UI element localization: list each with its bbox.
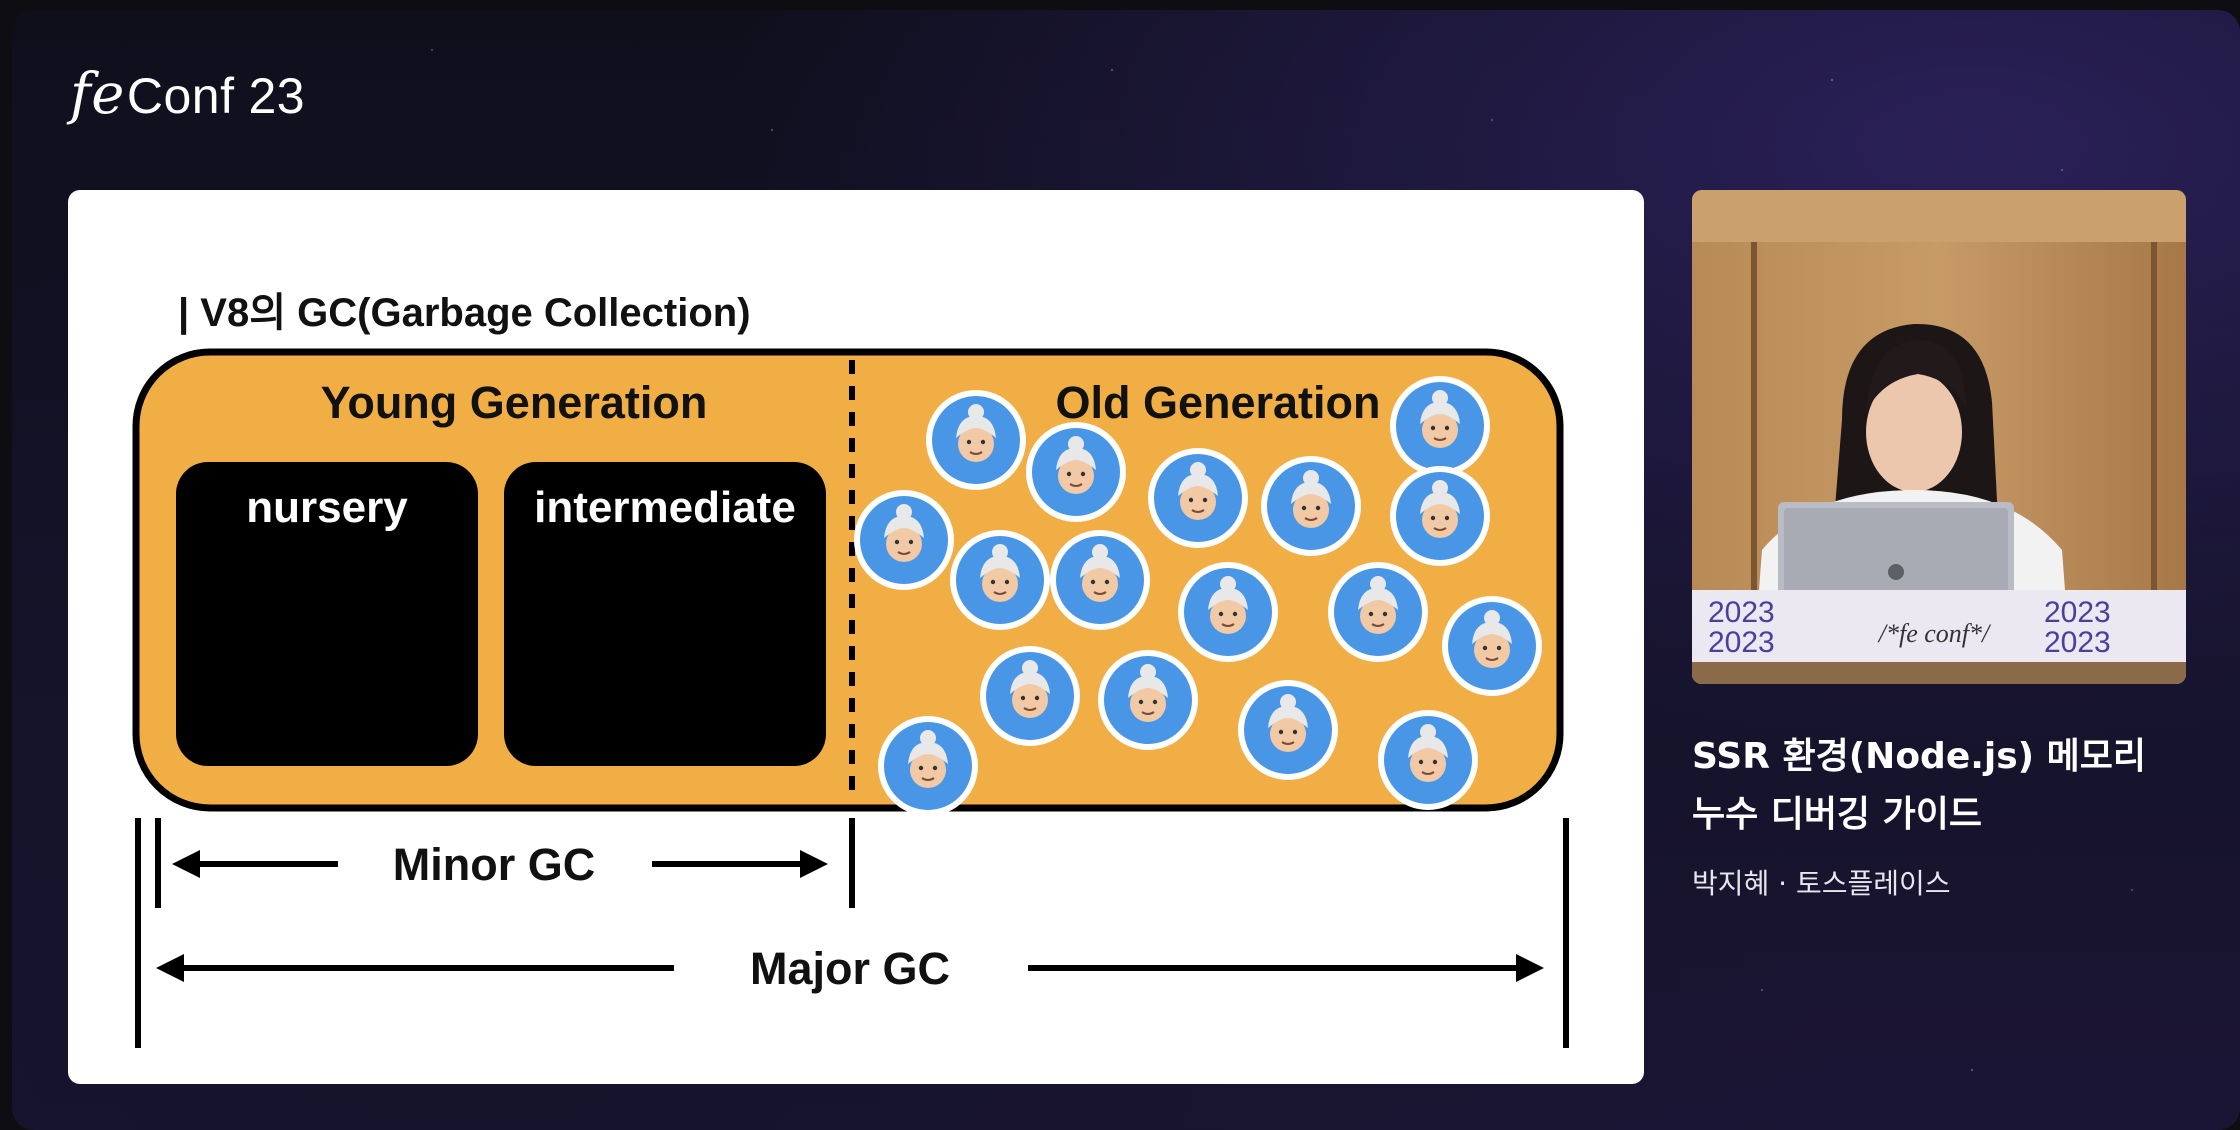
speaker-video: 2023 2023 2023 2023 /*fe conf*/ — [1692, 190, 2186, 684]
old-object-12 — [1442, 596, 1542, 696]
old-object-4 — [1261, 456, 1361, 556]
old-generation-label: Old Generation — [1055, 377, 1380, 428]
minor-gc-label: Minor GC — [393, 839, 595, 890]
old-object-7 — [854, 490, 954, 590]
podium-year-right-2: 2023 — [2044, 626, 2111, 659]
old-generation-objects — [854, 376, 1542, 816]
speaker-name: 박지혜 · 토스플레이스 — [1692, 867, 1951, 900]
logo-year: 23 — [248, 68, 306, 124]
old-object-13 — [980, 646, 1080, 746]
slide-title: | V8의 GC(Garbage Collection) — [178, 291, 751, 335]
major-gc-left-arrowhead — [156, 954, 184, 982]
presentation-slide: | V8의 GC(Garbage Collection) Young Gener… — [68, 190, 1644, 1084]
major-gc-label: Major GC — [750, 943, 950, 994]
old-object-5 — [1390, 376, 1490, 476]
old-object-10 — [1178, 562, 1278, 662]
old-object-1 — [926, 390, 1026, 490]
old-object-3 — [1148, 448, 1248, 548]
old-object-11 — [1328, 562, 1428, 662]
intermediate-label: intermediate — [534, 483, 796, 532]
old-object-14 — [1098, 650, 1198, 750]
old-object-15 — [1238, 680, 1338, 780]
speaker-camera-feed: 2023 2023 2023 2023 /*fe conf*/ — [1692, 190, 2186, 684]
intermediate-space — [504, 462, 826, 766]
logo-fe: fe — [70, 62, 125, 127]
old-object-16 — [1378, 710, 1478, 810]
old-object-17 — [878, 716, 978, 816]
nursery-label: nursery — [246, 483, 408, 532]
old-object-9 — [1050, 530, 1150, 630]
podium-brand: /*fe conf*/ — [1877, 619, 1992, 648]
talk-title-line-2: 누수 디버깅 가이드 — [1692, 794, 1983, 835]
old-object-6 — [1390, 466, 1490, 566]
old-object-8 — [950, 530, 1050, 630]
feconf-logo: fe Conf 23 — [70, 62, 305, 127]
minor-gc-right-arrowhead — [800, 850, 828, 878]
podium-year-right: 2023 — [2044, 596, 2111, 629]
talk-title-line-1: SSR 환경(Node.js) 메모리 — [1692, 736, 2147, 777]
logo-conf: Conf — [126, 68, 235, 124]
nursery-space — [176, 462, 478, 766]
podium-year-left-2: 2023 — [1708, 626, 1775, 659]
gc-diagram: Young Generation Old Generation nursery … — [132, 348, 1569, 1048]
old-object-2 — [1026, 422, 1126, 522]
young-generation-label: Young Generation — [321, 377, 708, 428]
major-gc-right-arrowhead — [1516, 954, 1544, 982]
minor-gc-left-arrowhead — [172, 850, 200, 878]
podium-year-left: 2023 — [1708, 596, 1775, 629]
talk-title: SSR 환경(Node.js) 메모리 누수 디버깅 가이드 — [1692, 728, 2212, 844]
